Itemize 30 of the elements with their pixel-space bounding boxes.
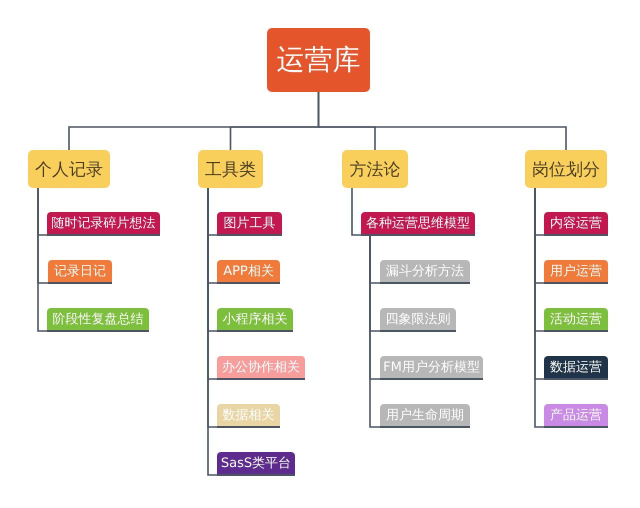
connector-line <box>534 188 544 428</box>
topic-box: 四象限法则 <box>380 308 456 332</box>
topic-box: 产品运营 <box>544 404 608 428</box>
topic-box: 活动运营 <box>544 308 608 332</box>
root-topic-box: 运营库 <box>267 28 370 92</box>
connector-line <box>318 92 567 150</box>
category-box: 工具类 <box>198 150 263 188</box>
topic-box: FM用户分析模型 <box>380 356 483 380</box>
topic-box: 小程序相关 <box>217 308 293 332</box>
topic-box: 各种运营思维模型 <box>361 212 475 236</box>
topic-box: 阶段性复盘总结 <box>47 308 149 332</box>
category-box: 岗位划分 <box>525 150 607 188</box>
connector-line <box>351 188 361 236</box>
topic-box: APP相关 <box>217 260 280 284</box>
topic-box: 用户生命周期 <box>380 404 470 428</box>
connector-line <box>369 236 380 428</box>
topic-box: 记录日记 <box>48 260 112 284</box>
topic-box: 办公协作相关 <box>217 356 305 380</box>
topic-box: 漏斗分析方法 <box>380 260 470 284</box>
connector-line <box>37 188 47 332</box>
topic-box: 随时记录碎片想法 <box>47 212 160 236</box>
topic-box: 图片工具 <box>217 212 282 236</box>
topic-box: SasS类平台 <box>217 452 295 476</box>
topic-box: 用户运营 <box>544 260 608 284</box>
topic-box: 数据运营 <box>544 356 608 380</box>
topic-box: 数据相关 <box>217 404 280 428</box>
category-box: 个人记录 <box>28 150 110 188</box>
category-box: 方法论 <box>342 150 408 188</box>
connector-line <box>207 188 217 476</box>
topic-box: 内容运营 <box>544 212 608 236</box>
